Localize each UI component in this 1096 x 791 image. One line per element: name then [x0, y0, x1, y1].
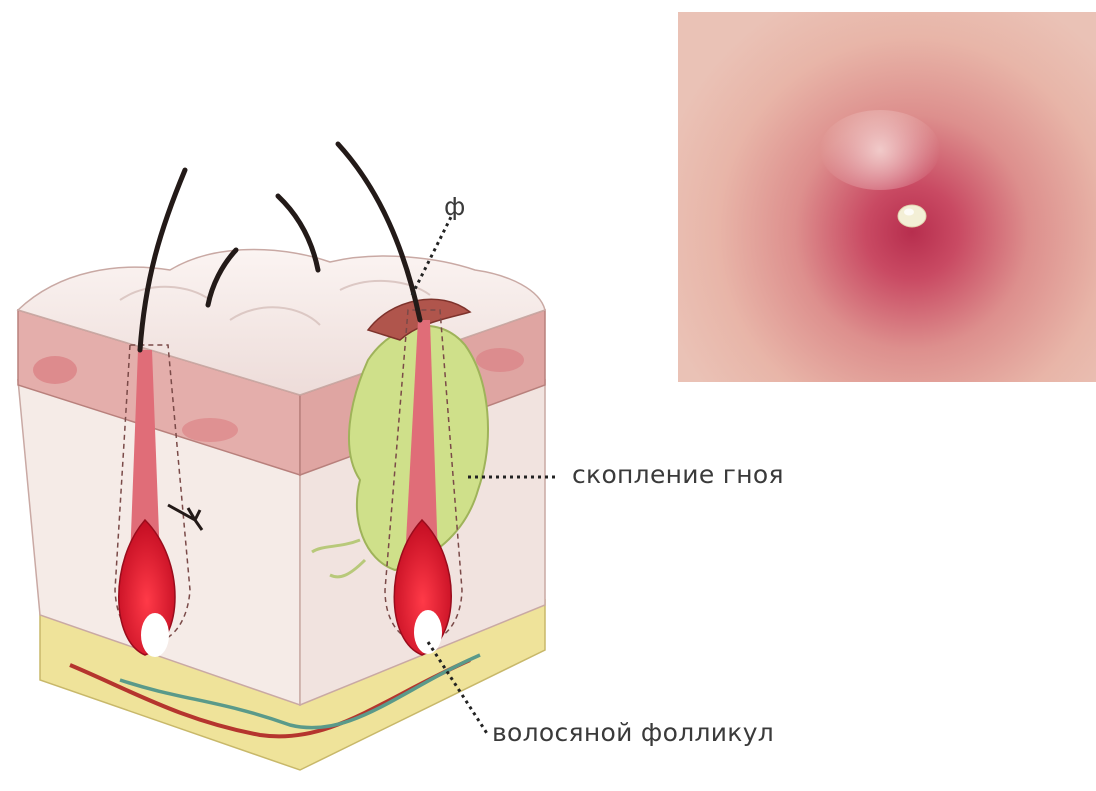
pustule-glint	[904, 209, 914, 216]
blood-mottle	[33, 356, 77, 384]
photo-skin-background	[678, 12, 1096, 382]
skin-cross-section-illustration	[18, 144, 545, 770]
left-dermal-papilla	[141, 613, 169, 657]
blood-mottle	[182, 418, 238, 442]
blood-mottle	[476, 348, 524, 372]
top-label: ф	[444, 192, 466, 221]
pustule-photo	[678, 12, 1096, 382]
right-dermal-papilla	[414, 610, 442, 654]
pustule-head	[898, 205, 926, 227]
photo-highlight	[820, 110, 940, 190]
pus-label: скопление гноя	[572, 460, 784, 489]
follicle-label: волосяной фолликул	[492, 718, 774, 747]
